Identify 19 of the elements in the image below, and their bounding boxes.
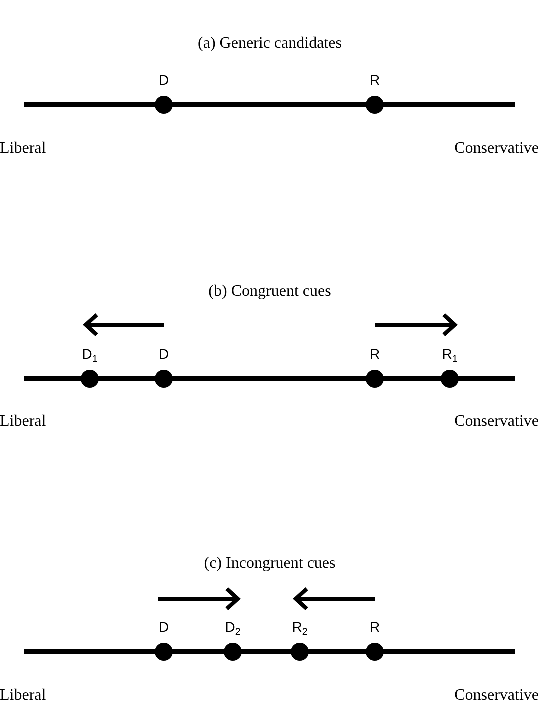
point-label: D: [158, 346, 170, 362]
point-label: R$_{1}$: [442, 346, 458, 362]
panel-title: (c) Incongruent cues: [204, 555, 336, 573]
point-label: D$_{2}$: [225, 619, 241, 635]
point-label: R$_{2}$: [292, 619, 308, 635]
point-label: D: [158, 619, 170, 635]
axis-end-label: Liberal: [0, 413, 46, 431]
axis-end-label: Liberal: [0, 687, 46, 705]
point-label: D$_{1}$: [82, 346, 98, 362]
point-label: R: [370, 346, 380, 362]
point-label: R: [370, 72, 380, 88]
axis-end-label: Conservative: [454, 140, 539, 158]
point-label: D: [158, 72, 170, 88]
axis-end-label: Conservative: [454, 687, 539, 705]
axis-end-label: Conservative: [454, 413, 539, 431]
panel-title: (b) Congruent cues: [208, 283, 332, 301]
axis-end-label: Liberal: [0, 140, 46, 158]
point-label: R: [370, 619, 380, 635]
panel-title: (a) Generic candidates: [198, 35, 342, 53]
